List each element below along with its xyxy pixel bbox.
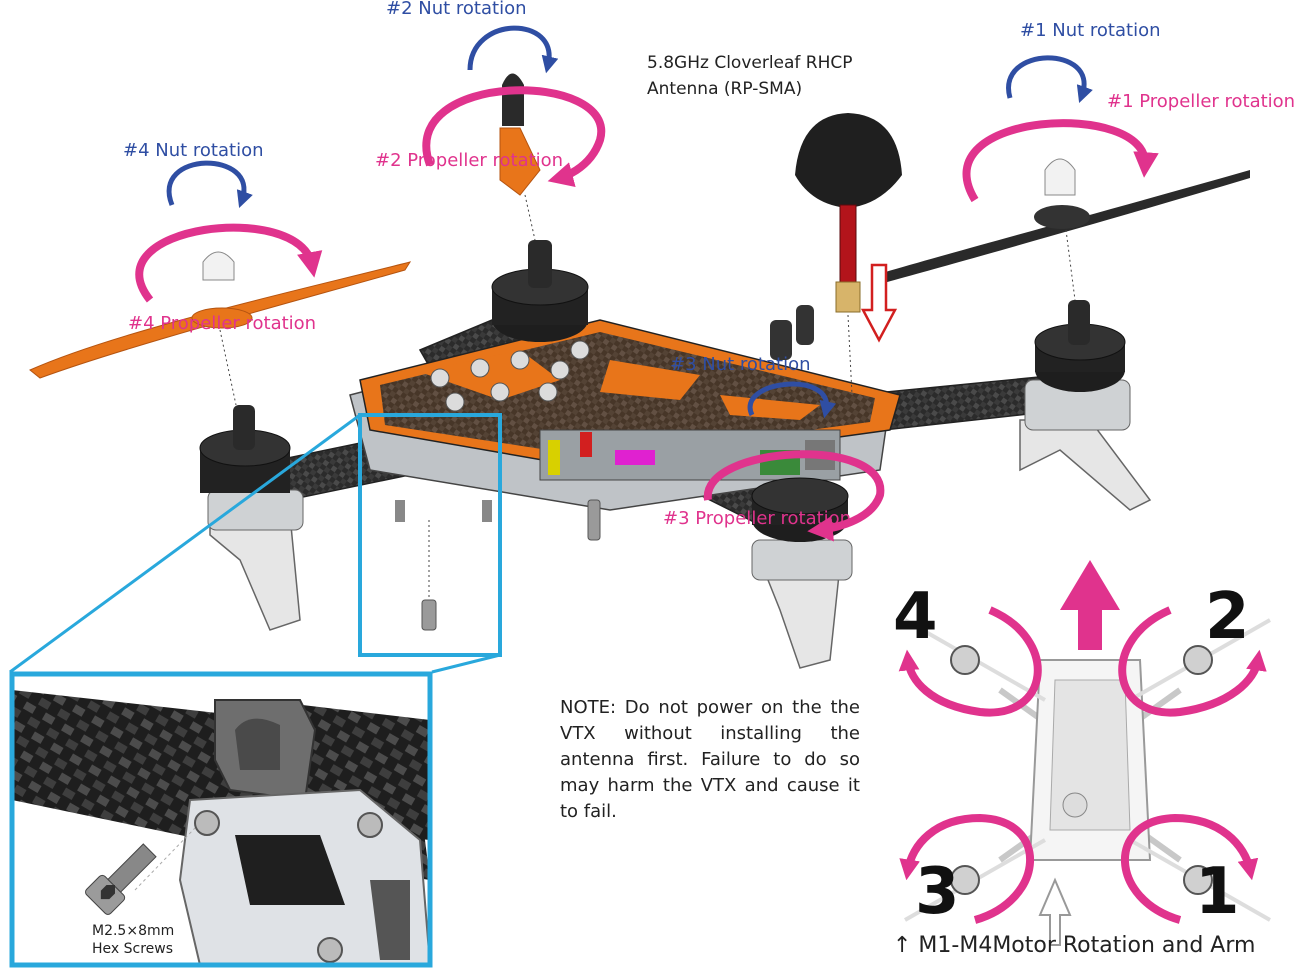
prop2-label: #2 Propeller rotation (375, 150, 564, 171)
nut4-label: #4 Nut rotation (123, 140, 264, 161)
motor-3 (751, 477, 853, 669)
antenna-label: 5.8GHz Cloverleaf RHCP Antenna (RP-SMA) (647, 50, 853, 102)
antenna-label-line2: Antenna (RP-SMA) (647, 79, 803, 99)
detail-inset (9, 671, 433, 968)
nut2-label: #2 Nut rotation (386, 0, 527, 19)
prop3-label: #3 Propeller rotation (663, 508, 852, 529)
propeller-rotation-arrows (135, 86, 1159, 542)
frame-body (349, 305, 901, 511)
prop1-label: #1 Propeller rotation (1107, 91, 1295, 112)
propeller-4 (29, 251, 412, 406)
nut3-label: #3 Nut rotation (670, 354, 811, 375)
zoom-callout (9, 413, 601, 674)
nut-rotation-arrows (166, 25, 1093, 419)
antenna (795, 113, 902, 396)
screw-label: M2.5×8mm Hex Screws (92, 922, 174, 958)
propeller-1 (875, 158, 1250, 301)
motor-number-3: 3 (915, 855, 960, 929)
antenna-label-line1: 5.8GHz Cloverleaf RHCP (647, 53, 853, 73)
vtx-warning-note: NOTE: Do not power on the the VTX withou… (560, 697, 860, 822)
motor-4 (199, 405, 304, 631)
motor-number-1: 1 (1195, 855, 1240, 929)
screw-label-line1: M2.5×8mm (92, 923, 175, 939)
screw-label-line2: Hex Screws (92, 941, 174, 957)
motor-2 (491, 240, 589, 342)
motor-number-4: 4 (893, 580, 938, 654)
nut1-label: #1 Nut rotation (1020, 20, 1161, 41)
prop4-label: #4 Propeller rotation (128, 313, 317, 334)
motor-1 (1019, 300, 1152, 511)
motor-diagram-caption: ↑ M1-M4Motor Rotation and Arm (893, 933, 1256, 958)
motor-number-2: 2 (1205, 580, 1250, 654)
motor-rotation-diagram (898, 560, 1271, 946)
